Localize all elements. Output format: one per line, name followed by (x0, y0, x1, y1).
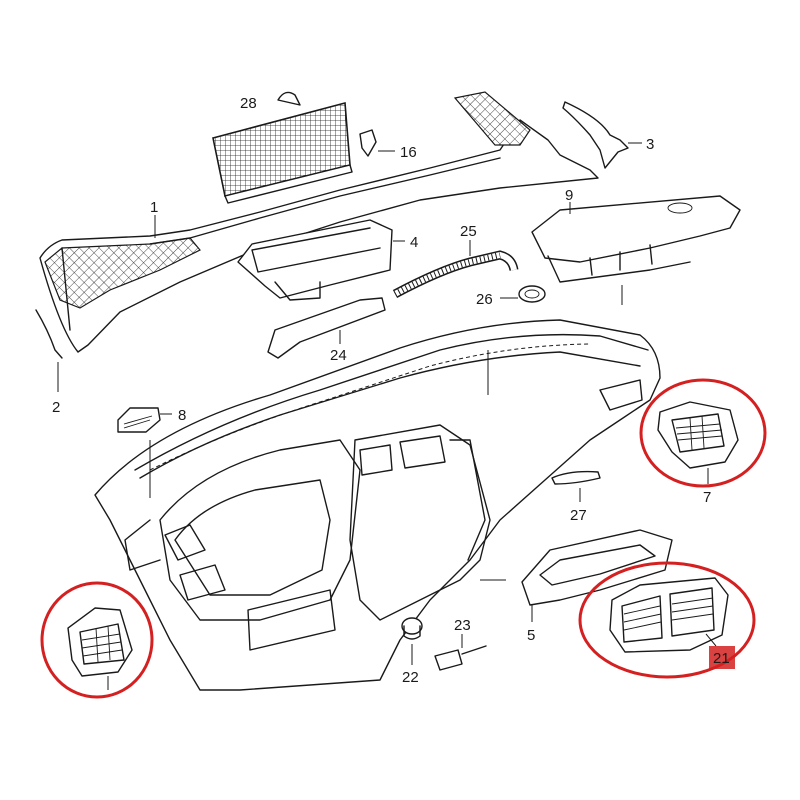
part-26-grommet (500, 285, 546, 303)
part-21-center-vent (609, 577, 729, 653)
label-part-21: 21 (713, 650, 730, 667)
label-part-16: 16 (400, 144, 417, 161)
part-7-right-vent (657, 401, 739, 484)
label-part-2: 2 (52, 399, 60, 416)
part-24-strip (267, 297, 386, 359)
label-part-7: 7 (703, 489, 711, 506)
label-part-3: 3 (646, 136, 654, 153)
part-28-grille (212, 91, 353, 204)
part-23-plug (434, 634, 487, 671)
label-part-23: 23 (454, 617, 471, 634)
label-part-27: 27 (570, 507, 587, 524)
label-part-22: 22 (402, 669, 419, 686)
part-1-plenum-panel (35, 91, 599, 392)
label-part-9: 9 (565, 187, 573, 204)
part-5-center-frame (521, 529, 673, 622)
label-part-28: 28 (240, 95, 257, 112)
label-part-1: 1 (150, 199, 158, 216)
label-part-24: 24 (330, 347, 347, 364)
part-4-duct (237, 219, 405, 301)
label-part-5: 5 (527, 627, 535, 644)
label-part-26: 26 (476, 291, 493, 308)
highlight-badge-part-21 (709, 646, 735, 669)
part-16-clip (359, 129, 395, 157)
dashboard-main (94, 285, 661, 691)
highlight-ring-part-21 (578, 561, 756, 679)
part-22-knob (401, 617, 423, 665)
part-8-vent (117, 407, 172, 433)
part-25-hose (392, 240, 519, 298)
label-part-25: 25 (460, 223, 477, 240)
label-part-8: 8 (178, 407, 186, 424)
highlight-ring-part-7 (639, 378, 767, 488)
part-9-panel (531, 195, 741, 283)
left-side-vent (67, 607, 133, 690)
highlight-ring-left-vent (40, 581, 154, 699)
part-3-trim (562, 101, 642, 169)
part-27-slot (551, 470, 601, 502)
label-part-4: 4 (410, 234, 418, 251)
